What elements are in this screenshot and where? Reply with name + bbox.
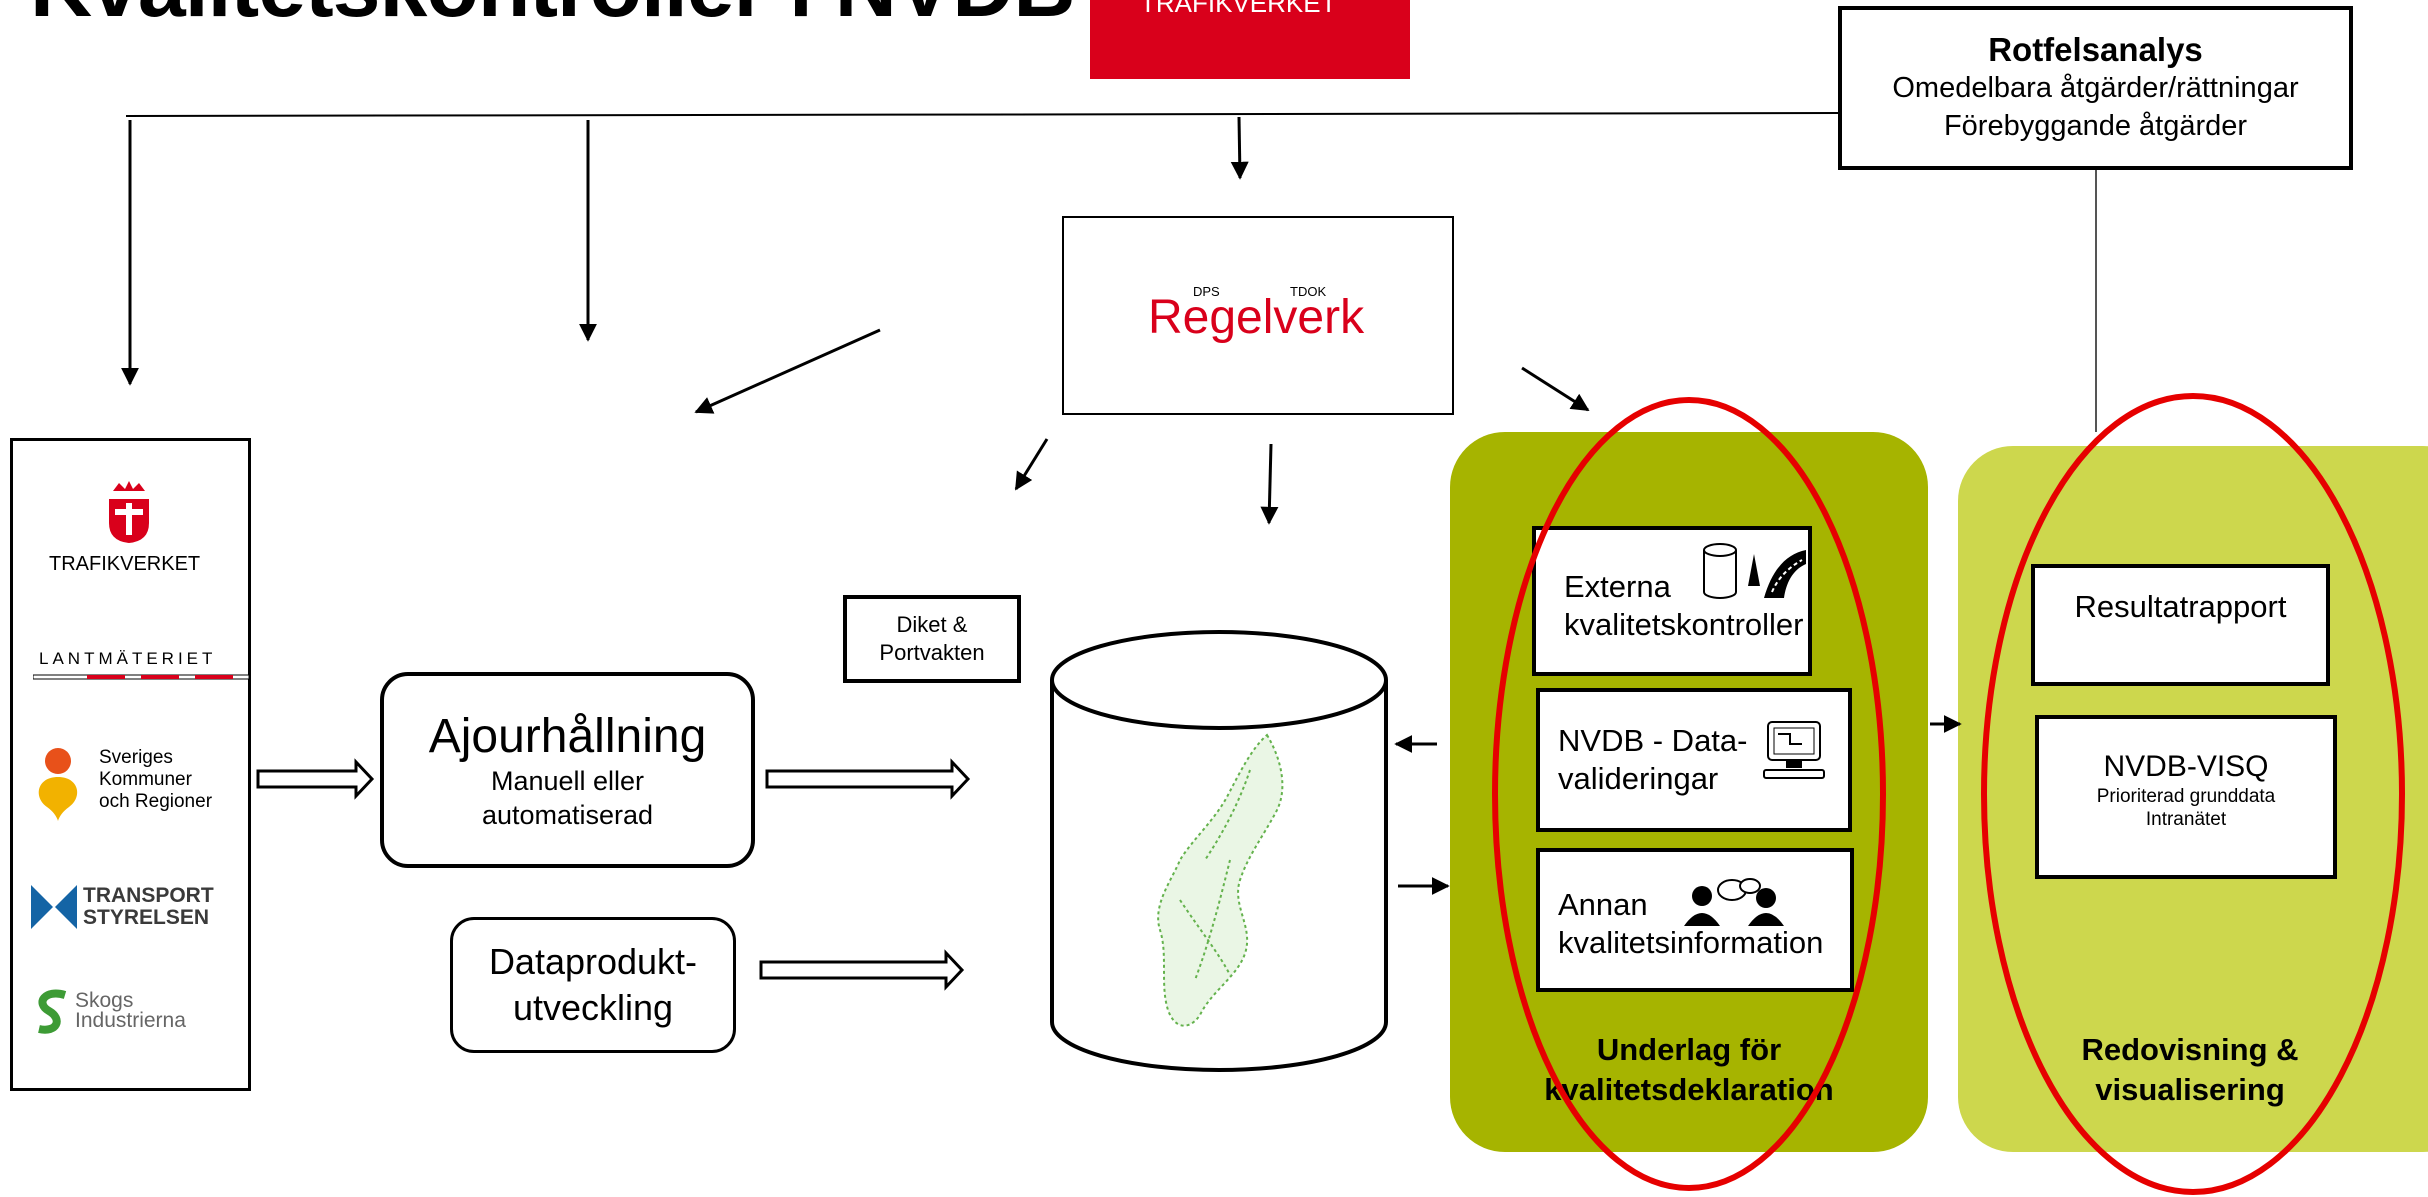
skr-line3: och Regioner <box>99 791 213 812</box>
trafikverket-banner-text: TRAFIKVERKET <box>1140 0 1337 18</box>
diket-line2: Portvakten <box>879 640 985 665</box>
arrow-regel-left <box>694 328 881 414</box>
rotfelsanalys-box: Rotfelsanalys Omedelbara åtgärder/rättni… <box>1838 6 2353 170</box>
underlag-label-line1: Underlag för <box>1596 1032 1782 1067</box>
visq-line2: Intranätet <box>2145 809 2227 830</box>
block-arrow-orgs-to-ajour <box>256 758 375 800</box>
rotfelsanalys-line2: Förebyggande åtgärder <box>1943 110 2248 142</box>
visq-line1: Prioriterad grunddata <box>2096 786 2276 807</box>
redovisning-label: Redovisning & visualisering <box>2040 1030 2340 1110</box>
visq-title: NVDB-VISQ <box>2103 750 2269 783</box>
arrow-to-regelverk <box>1230 116 1249 180</box>
arrow-regel-underlag <box>1521 366 1590 412</box>
trafikverket-logo-icon <box>109 481 149 543</box>
diket-line1: Diket & <box>896 612 968 637</box>
skogs-line1: Skogs <box>75 989 134 1012</box>
redovisning-label-line1: Redovisning & <box>2081 1032 2299 1067</box>
nvdb-line1: NVDB - Data- <box>1558 723 1748 758</box>
org-lantmateriet: LANTMÄTERIET <box>39 649 217 668</box>
trafikverket-banner: TRAFIKVERKET <box>1090 0 1410 79</box>
annan-kvalitetsinformation-box: Annan kvalitetsinformation <box>1536 848 1854 992</box>
rotfelsanalys-heading: Rotfelsanalys <box>1988 31 2203 68</box>
arrow-regel-diket <box>1014 438 1049 491</box>
diket-portvakten-box: Diket & Portvakten <box>843 595 1021 683</box>
externa-kvalitetskontroller-box: Externa kvalitetskontroller <box>1532 526 1812 676</box>
nvdb-datavalideringar-box: NVDB - Data- valideringar <box>1536 688 1852 832</box>
nvdb-database-cylinder <box>1050 630 1388 1072</box>
nvdb-visq-box: NVDB-VISQ Prioriterad grunddata Intranät… <box>2035 715 2337 879</box>
ajourhallning-line1: Manuell eller <box>490 765 645 796</box>
database-road-icon <box>1703 543 1806 599</box>
org-skogsindustrierna: Skogs Industrierna <box>75 989 186 1032</box>
transportstyrelsen-logo-icon <box>31 885 77 929</box>
ajourhallning-box: Ajourhållning Manuell eller automatisera… <box>380 672 755 868</box>
doc-label-tdok: TDOK <box>1290 284 1327 299</box>
rotfelsanalys-line1: Omedelbara åtgärder/rättningar <box>1892 72 2299 104</box>
skr-line2: Kommuner <box>99 769 192 790</box>
externa-line1: Externa <box>1564 569 1671 604</box>
skogsindustrierna-logo-icon <box>38 989 67 1034</box>
regelverk-box <box>1062 216 1454 415</box>
org-transportstyrelsen: TRANSPORT STYRELSEN <box>83 885 214 929</box>
transportstyrelsen-line2: STYRELSEN <box>83 906 210 929</box>
computer-monitor-icon <box>1763 721 1825 779</box>
nvdb-line2: valideringar <box>1558 761 1719 796</box>
ajourhallning-line2: automatiserad <box>481 799 654 830</box>
skr-line1: Sveriges <box>99 747 173 768</box>
org-trafikverket: TRAFIKVERKET <box>49 553 201 575</box>
org-skr: Sveriges Kommuner och Regioner <box>99 747 212 813</box>
organizations-box: TRAFIKVERKET LANTMÄTERIET Sveriges Kommu… <box>10 438 251 1091</box>
dataprod-line1: Dataprodukt- <box>488 941 698 982</box>
skr-logo-icon <box>38 748 78 821</box>
lantmateriet-bar-icon <box>33 674 249 680</box>
block-arrow-ajour-to-db <box>765 758 971 800</box>
dataproduktutveckling-box: Dataprodukt- utveckling <box>450 917 736 1053</box>
annan-line1: Annan <box>1558 887 1648 922</box>
skogs-line2: Industrierna <box>75 1009 186 1032</box>
redovisning-label-line2: visualisering <box>2095 1072 2285 1107</box>
resultatrapport-label: Resultatrapport <box>2074 589 2287 624</box>
regelverk-label: Regelverk <box>1148 291 1365 344</box>
externa-line2: kvalitetskontroller <box>1564 607 1804 642</box>
ajourhallning-title: Ajourhållning <box>428 709 707 763</box>
resultatrapport-box: Resultatrapport <box>2031 564 2330 686</box>
dataprod-line2: utveckling <box>512 987 674 1028</box>
people-chat-icon <box>1684 878 1784 926</box>
arrow-regel-db <box>1260 443 1279 525</box>
transportstyrelsen-line1: TRANSPORT <box>83 884 214 907</box>
page-title: Kvalitetskontroller i NVDB <box>30 0 1075 37</box>
top-distribution-line <box>125 112 1839 117</box>
doc-label-dps: DPS <box>1193 284 1220 299</box>
underlag-label-line2: kvalitetsdeklaration <box>1544 1072 1834 1107</box>
annan-line2: kvalitetsinformation <box>1558 925 1824 960</box>
sweden-road-map <box>1157 733 1284 1027</box>
block-arrow-dataprod-to-db <box>759 949 965 991</box>
underlag-label: Underlag för kvalitetsdeklaration <box>1530 1030 1848 1110</box>
